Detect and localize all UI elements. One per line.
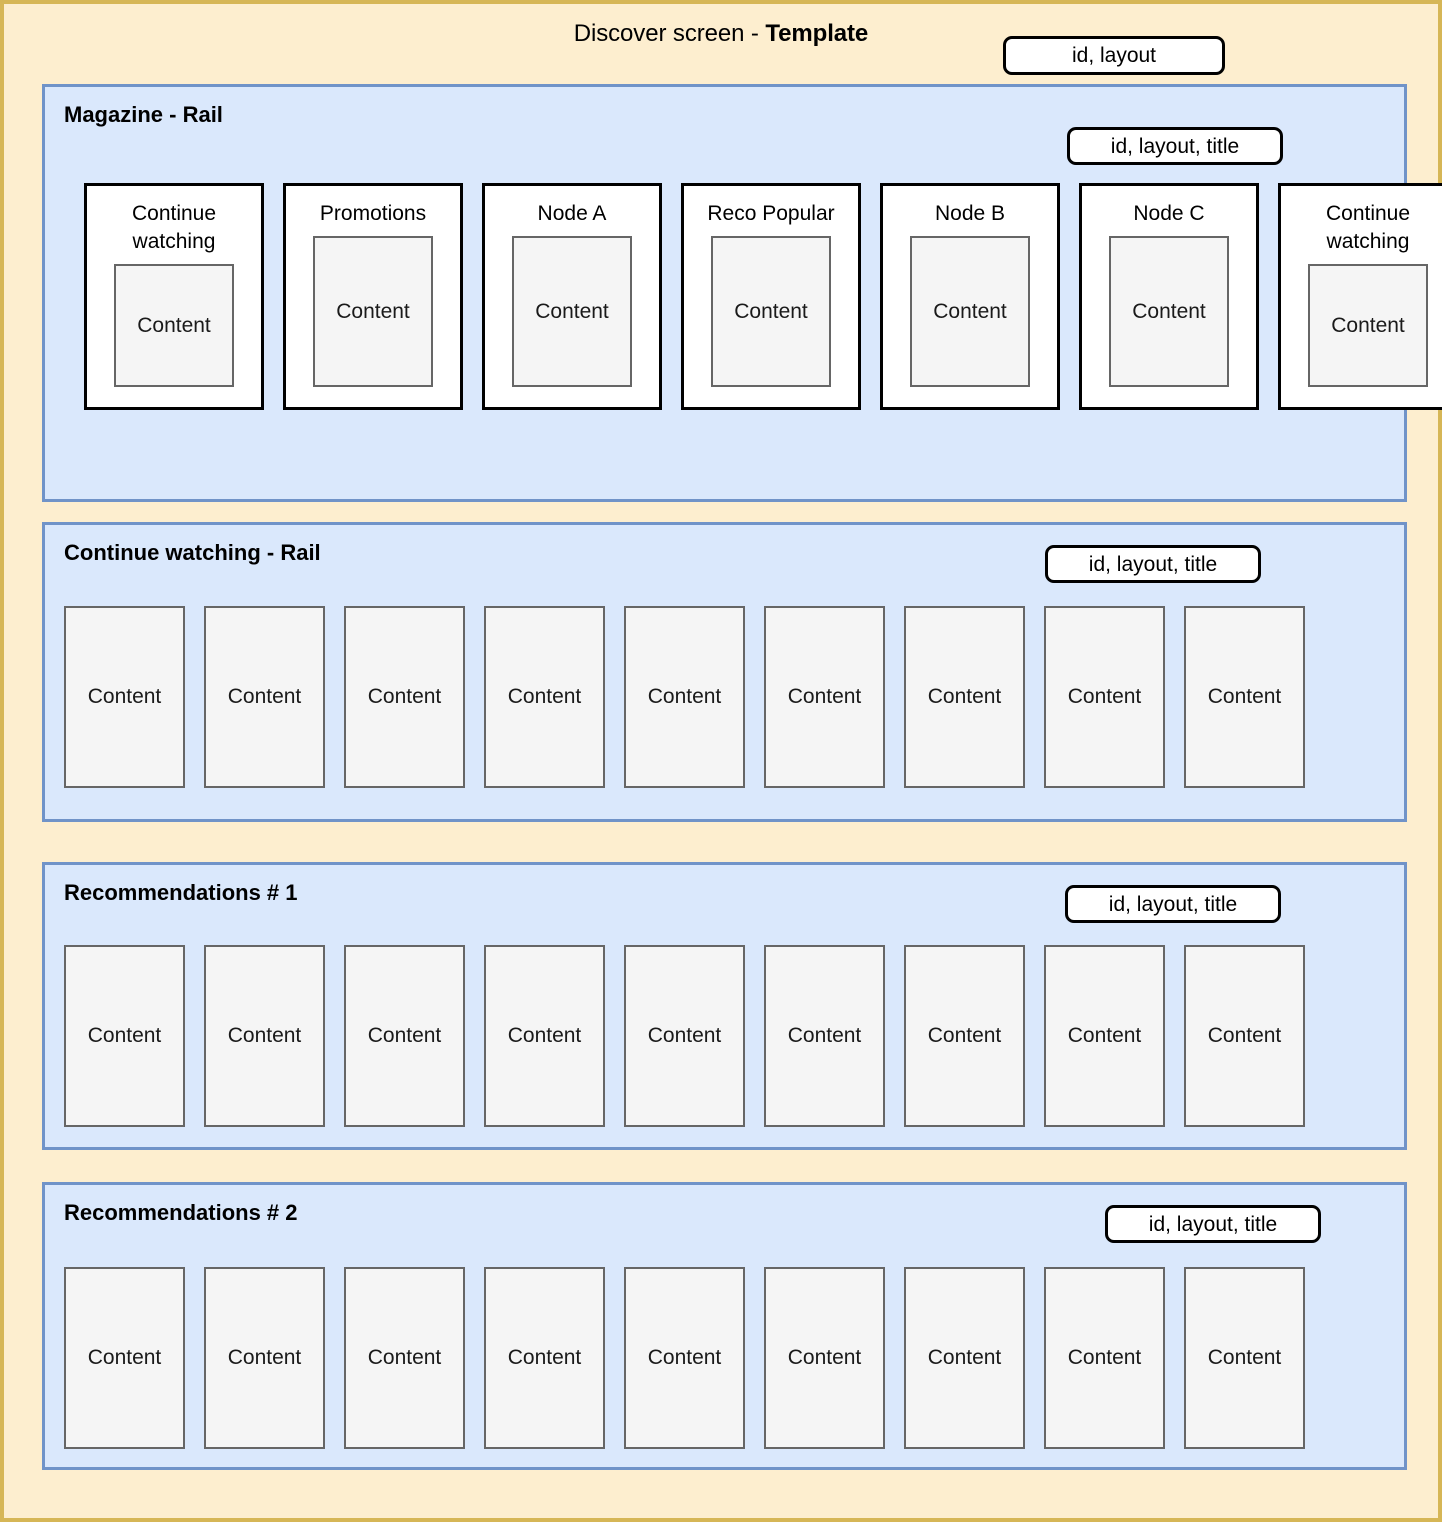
content-card[interactable]: Content [204, 606, 325, 788]
magazine-card[interactable]: Node C Content [1079, 183, 1259, 410]
content-card[interactable]: Content [344, 606, 465, 788]
magazine-card-title: Node A [537, 202, 607, 225]
section-magazine-rail: Magazine - Rail id, layout, title Contin… [42, 84, 1442, 502]
content-card[interactable]: Content [624, 606, 745, 788]
magazine-card-content[interactable]: Content [1109, 236, 1229, 387]
content-card[interactable]: Content [344, 1267, 465, 1449]
section-title-magazine: Magazine - Rail [64, 102, 223, 127]
page-title: Discover screen - Template [4, 19, 1438, 49]
section-title-recommendations-2: Recommendations # 2 [64, 1200, 298, 1225]
content-card[interactable]: Content [1044, 1267, 1165, 1449]
content-card[interactable]: Content [904, 945, 1025, 1127]
magazine-card[interactable]: Reco Popular Content [681, 183, 861, 410]
magazine-card-content[interactable]: Content [512, 236, 632, 387]
page-title-prefix: Discover screen - [573, 20, 766, 47]
content-card[interactable]: Content [64, 1267, 185, 1449]
magazine-card-title: Reco Popular [707, 202, 835, 225]
section-title-continue-watching: Continue watching - Rail [64, 540, 321, 565]
magazine-card-content[interactable]: Content [1308, 264, 1428, 387]
content-card[interactable]: Content [1184, 606, 1305, 788]
badge-continue-watching-attributes[interactable]: id, layout, title [1045, 545, 1261, 583]
content-card[interactable]: Content [904, 1267, 1025, 1449]
content-card[interactable]: Content [484, 1267, 605, 1449]
content-card[interactable]: Content [204, 1267, 325, 1449]
magazine-card-list: Continue watching Content Promotions Con… [84, 183, 1442, 410]
magazine-card[interactable]: Continue watching Content [84, 183, 264, 410]
content-card[interactable]: Content [1184, 945, 1305, 1127]
content-card[interactable]: Content [204, 945, 325, 1127]
content-card[interactable]: Content [344, 945, 465, 1127]
content-card[interactable]: Content [764, 945, 885, 1127]
badge-recommendations-1-attributes[interactable]: id, layout, title [1065, 885, 1281, 923]
section-continue-watching-rail: Continue watching - Rail id, layout, tit… [42, 522, 1407, 822]
magazine-card-title: Node B [934, 202, 1006, 225]
magazine-card-content[interactable]: Content [313, 236, 433, 387]
content-card[interactable]: Content [624, 945, 745, 1127]
content-card[interactable]: Content [764, 1267, 885, 1449]
recommendations-2-card-list: Content Content Content Content Content … [64, 1267, 1305, 1449]
content-card[interactable]: Content [624, 1267, 745, 1449]
badge-magazine-attributes[interactable]: id, layout, title [1067, 127, 1283, 165]
badge-recommendations-2-attributes[interactable]: id, layout, title [1105, 1205, 1321, 1243]
section-recommendations-1: Recommendations # 1 id, layout, title Co… [42, 862, 1407, 1150]
magazine-card-content[interactable]: Content [711, 236, 831, 387]
magazine-card-content[interactable]: Content [114, 264, 234, 387]
badge-screen-attributes[interactable]: id, layout [1003, 36, 1225, 75]
content-card[interactable]: Content [904, 606, 1025, 788]
content-card[interactable]: Content [1184, 1267, 1305, 1449]
magazine-card[interactable]: Continue watching Content [1278, 183, 1442, 410]
magazine-card[interactable]: Node B Content [880, 183, 1060, 410]
magazine-card-title: Node C [1133, 202, 1205, 225]
header: Discover screen - Template id, layout [4, 14, 1438, 75]
magazine-card[interactable]: Promotions Content [283, 183, 463, 410]
content-card[interactable]: Content [484, 945, 605, 1127]
content-card[interactable]: Content [64, 945, 185, 1127]
page-title-strong: Template [765, 20, 869, 47]
magazine-card-title: Continue watching [131, 202, 217, 253]
magazine-card-title: Promotions [319, 202, 427, 225]
content-card[interactable]: Content [1044, 606, 1165, 788]
section-recommendations-2: Recommendations # 2 id, layout, title Co… [42, 1182, 1407, 1470]
magazine-card-title: Continue watching [1325, 202, 1411, 253]
content-card[interactable]: Content [764, 606, 885, 788]
content-card[interactable]: Content [64, 606, 185, 788]
recommendations-1-card-list: Content Content Content Content Content … [64, 945, 1305, 1127]
content-card[interactable]: Content [484, 606, 605, 788]
content-card[interactable]: Content [1044, 945, 1165, 1127]
continue-watching-card-list: Content Content Content Content Content … [64, 606, 1305, 788]
magazine-card-content[interactable]: Content [910, 236, 1030, 387]
magazine-card[interactable]: Node A Content [482, 183, 662, 410]
section-title-recommendations-1: Recommendations # 1 [64, 880, 298, 905]
